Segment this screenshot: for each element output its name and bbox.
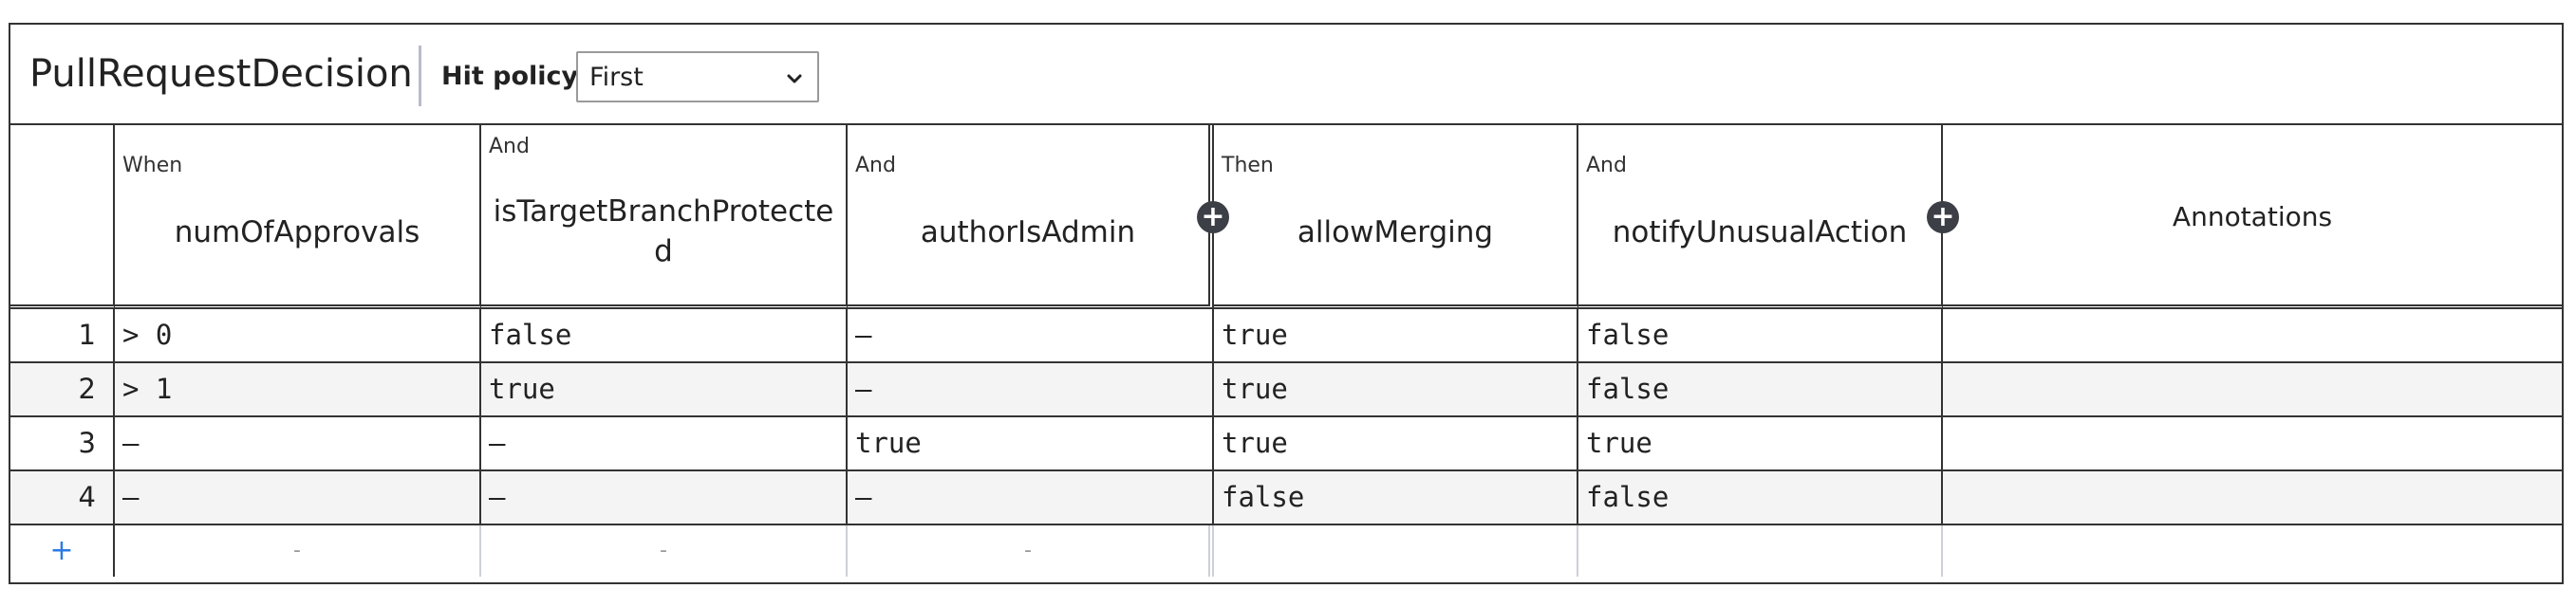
column-title: authorIsAdmin: [920, 215, 1136, 249]
table-name[interactable]: PullRequestDecision: [29, 52, 413, 96]
rule-cell[interactable]: –: [115, 471, 481, 524]
column-type-label: When: [122, 154, 183, 177]
annotation-cell[interactable]: [1943, 363, 2562, 415]
output-column-allow-merging[interactable]: Then allowMerging: [1214, 123, 1578, 309]
rule-cell[interactable]: true: [1214, 309, 1578, 361]
add-row-placeholder[interactable]: -: [115, 525, 481, 577]
column-type-label: And: [855, 154, 896, 177]
column-title: notifyUnusualAction: [1612, 215, 1908, 249]
add-rule-row: + - - -: [10, 525, 2562, 577]
rule-cell[interactable]: false: [481, 309, 848, 361]
index-column-header: [10, 123, 115, 309]
add-input-column-button[interactable]: +: [1197, 201, 1229, 233]
table-row: 2 > 1 true – true false: [10, 363, 2562, 417]
add-row-empty-cell: [1578, 525, 1943, 577]
rule-cell[interactable]: true: [1214, 417, 1578, 469]
rule-cell[interactable]: false: [1578, 471, 1943, 524]
rule-cell[interactable]: –: [848, 309, 1214, 361]
rule-cell[interactable]: false: [1578, 363, 1943, 415]
column-title: isTargetBranchProtected: [493, 194, 834, 268]
rule-cell[interactable]: –: [481, 417, 848, 469]
rule-cell[interactable]: false: [1578, 309, 1943, 361]
rule-cell[interactable]: –: [848, 363, 1214, 415]
row-index: 1: [10, 309, 115, 361]
rule-cell[interactable]: –: [481, 471, 848, 524]
rule-cell[interactable]: –: [848, 471, 1214, 524]
add-output-column-button[interactable]: +: [1927, 201, 1959, 233]
decision-table: PullRequestDecision Hit policy: First Wh…: [9, 23, 2564, 584]
hit-policy-label: Hit policy:: [441, 62, 588, 91]
rule-cell[interactable]: > 1: [115, 363, 481, 415]
input-column-is-target-branch-protected[interactable]: And isTargetBranchProtected: [481, 123, 848, 309]
row-index: 4: [10, 471, 115, 524]
decision-table-header: PullRequestDecision Hit policy: First: [10, 25, 2562, 125]
column-title: allowMerging: [1297, 215, 1494, 249]
annotation-cell[interactable]: [1943, 309, 2562, 361]
rule-cell[interactable]: true: [481, 363, 848, 415]
rule-cell[interactable]: false: [1214, 471, 1578, 524]
rule-cell[interactable]: true: [848, 417, 1214, 469]
rule-cell[interactable]: true: [1578, 417, 1943, 469]
column-title: numOfApprovals: [174, 215, 420, 249]
annotation-cell[interactable]: [1943, 417, 2562, 469]
add-row-empty-cell: [1943, 525, 2562, 577]
add-rule-button[interactable]: +: [10, 525, 115, 577]
output-column-notify-unusual-action[interactable]: And notifyUnusualAction: [1578, 123, 1943, 309]
rule-cell[interactable]: > 0: [115, 309, 481, 361]
row-index: 2: [10, 363, 115, 415]
add-row-empty-cell: [1214, 525, 1578, 577]
column-type-label: And: [489, 135, 530, 158]
table-row: 1 > 0 false – true false: [10, 309, 2562, 363]
input-column-author-is-admin[interactable]: And authorIsAdmin: [848, 123, 1214, 309]
column-type-label: Then: [1222, 154, 1274, 177]
rule-cell[interactable]: –: [115, 417, 481, 469]
column-title: Annotations: [2172, 201, 2333, 232]
annotation-cell[interactable]: [1943, 471, 2562, 524]
hit-policy-select[interactable]: First: [576, 51, 819, 102]
hit-policy-value: First: [589, 63, 644, 92]
row-index: 3: [10, 417, 115, 469]
table-row: 4 – – – false false: [10, 471, 2562, 525]
column-type-label: And: [1586, 154, 1627, 177]
chevron-down-icon: [787, 74, 802, 83]
annotations-column[interactable]: Annotations: [1943, 123, 2562, 309]
rule-cell[interactable]: true: [1214, 363, 1578, 415]
add-row-placeholder[interactable]: -: [848, 525, 1214, 577]
title-divider: [419, 46, 421, 106]
add-row-placeholder[interactable]: -: [481, 525, 848, 577]
table-row: 3 – – true true true: [10, 417, 2562, 471]
input-column-num-of-approvals[interactable]: When numOfApprovals: [115, 123, 481, 309]
